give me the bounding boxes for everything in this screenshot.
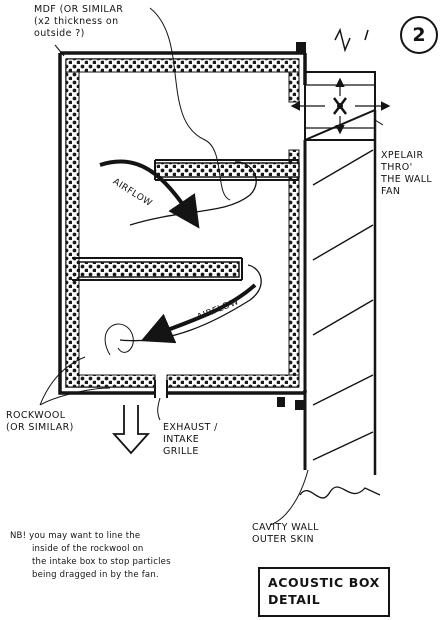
leader-mdf (54, 44, 65, 57)
middle-divider-mdf (72, 257, 243, 281)
top-fixing (296, 42, 306, 54)
mdf-inner-line (65, 58, 299, 388)
mdf-label-line-1: MDF (OR SIMILAR (34, 4, 124, 15)
fan-label: XPELAIR THRO' THE WALL FAN (381, 150, 432, 198)
sheet-number: 2 (400, 16, 438, 54)
bottom-fixing (277, 397, 285, 407)
mdf-label-line-2: (x2 thickness on (34, 16, 119, 27)
rockwool-label: ROCKWOOL (OR SIMILAR) (6, 410, 74, 434)
cavity-wall-label: CAVITY WALL OUTER SKIN (252, 522, 319, 546)
exhaust-label: EXHAUST / INTAKE GRILLE (163, 422, 218, 458)
note-block: NB! you may want to line the inside of t… (10, 530, 171, 582)
fan-label-line-4: FAN (381, 186, 401, 197)
leader-cavity (269, 469, 309, 526)
upper-baffle-mdf (154, 159, 299, 181)
note-line-4: being dragged in by the fan. (32, 570, 159, 580)
fan-label-line-3: THE WALL (381, 174, 433, 185)
fan-hub (337, 103, 343, 109)
brick-courses (312, 149, 374, 461)
rockwool-label-line-1: ROCKWOOL (6, 410, 66, 421)
exhaust-arrow (111, 405, 151, 455)
middle-divider (78, 261, 240, 278)
fan-label-line-2: THRO' (381, 162, 413, 173)
rockwool-top (65, 58, 300, 73)
mdf-label: MDF (OR SIMILAR (x2 thickness on outside… (34, 4, 123, 40)
mdf-outer-shell (58, 51, 307, 395)
airflow-curl-left (104, 323, 134, 356)
mdf-label-line-3: outside ?) (34, 28, 85, 39)
wall-break-bottom (299, 486, 381, 499)
leader-fan (374, 119, 384, 126)
title-line-1: ACOUSTIC BOX (268, 575, 380, 590)
intake-opening (154, 380, 168, 398)
rockwool-right-lower (288, 149, 300, 376)
leader-exhaust (157, 397, 161, 421)
exhaust-label-line-1: EXHAUST / (163, 422, 218, 433)
rockwool-bottom-right (166, 374, 300, 388)
wall-break-top (334, 27, 369, 53)
rockwool-label-line-2: (OR SIMILAR) (6, 422, 74, 433)
rockwool-left (65, 71, 80, 388)
leader-rockwool (39, 356, 111, 406)
rockwool-right-upper (288, 71, 300, 103)
cavity-wall-label-line-2: OUTER SKIN (252, 534, 315, 545)
title-line-2: DETAIL (268, 592, 321, 607)
airflow-arrow-upper (99, 159, 200, 229)
cavity-wall-label-line-1: CAVITY WALL (252, 522, 319, 533)
airflow-arrow-lower (140, 283, 257, 344)
fan-label-line-1: XPELAIR (381, 150, 424, 161)
exhaust-label-line-2: INTAKE (163, 434, 200, 445)
leader-airflow-top (149, 7, 231, 201)
title-block: ACOUSTIC BOX DETAIL (258, 567, 390, 617)
note-line-1: NB! you may want to line the (10, 531, 141, 541)
note-line-3: the intake box to stop particles (32, 557, 171, 567)
note-line-2: inside of the rockwool on (32, 544, 144, 554)
rockwool-bottom-left (78, 374, 156, 388)
bottom-fixing-2 (295, 400, 305, 410)
upper-baffle (154, 162, 300, 178)
exhaust-label-line-3: GRILLE (163, 446, 199, 457)
